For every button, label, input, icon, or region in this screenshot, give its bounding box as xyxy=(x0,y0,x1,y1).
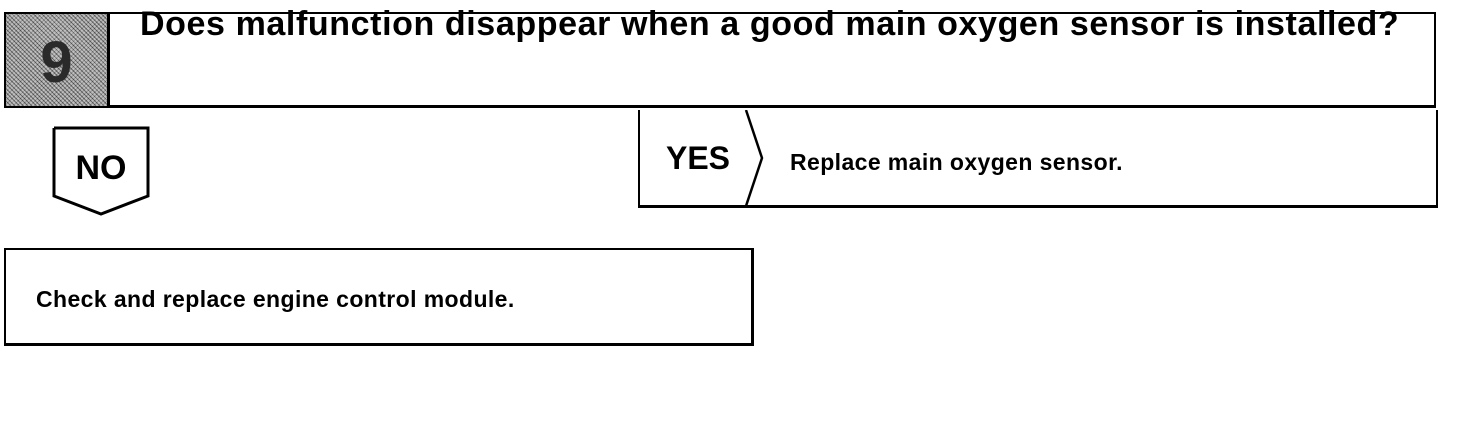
no-action-box xyxy=(4,248,754,346)
yes-branch-box xyxy=(638,110,1438,208)
question-text: Does malfunction disappear when a good m… xyxy=(140,5,1400,43)
yes-branch-label: YES xyxy=(665,140,731,176)
yes-action-text: Replace main oxygen sensor. xyxy=(790,149,1123,175)
step-number: 9 xyxy=(40,30,73,95)
question-box: 9 xyxy=(4,12,1436,108)
step-number-badge: 9 xyxy=(6,14,110,106)
no-action-text: Check and replace engine control module. xyxy=(36,286,515,312)
no-arrow-icon xyxy=(52,126,150,216)
chevron-right-icon xyxy=(744,110,764,206)
no-branch-label: NO xyxy=(75,149,127,187)
